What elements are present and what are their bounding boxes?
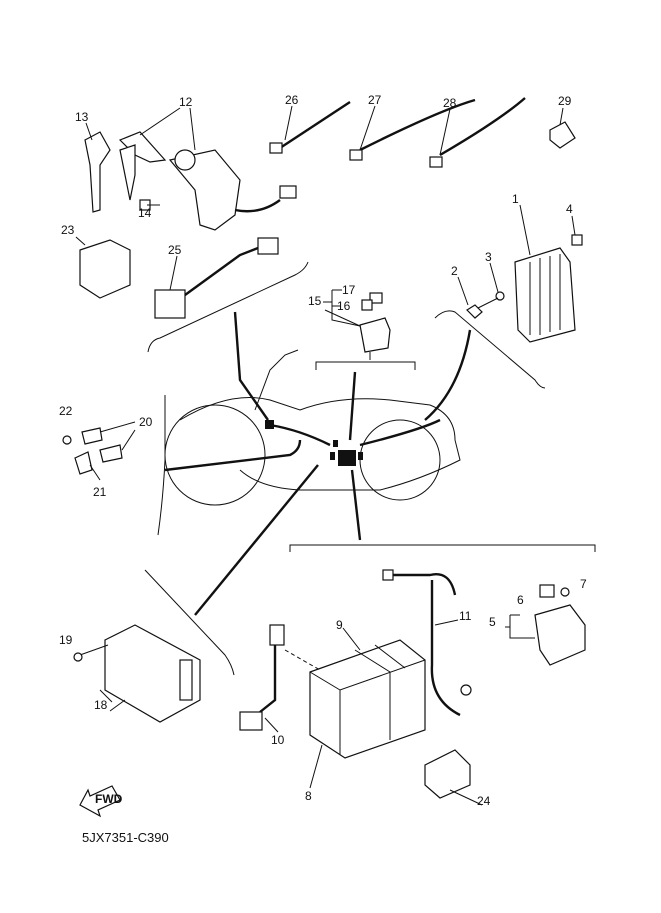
battery-8 (309, 639, 426, 789)
main-switch-12 (168, 149, 297, 231)
wire-lead-25 (154, 237, 279, 319)
callout-5: 5 (489, 615, 496, 629)
callout-9: 9 (336, 618, 343, 632)
callout-23: 23 (61, 223, 75, 237)
sensors-20-22 (62, 421, 136, 481)
callout-24: 24 (477, 794, 491, 808)
starter-relay-15 (323, 289, 391, 360)
callout-10: 10 (271, 733, 285, 747)
callout-7: 7 (580, 577, 587, 591)
collar-4 (571, 234, 583, 246)
callout-11: 11 (459, 609, 472, 623)
key-13 (84, 131, 111, 213)
part-code: 5JX7351-C390 (82, 830, 169, 845)
callout-15: 15 (308, 294, 322, 308)
callout-2: 2 (451, 264, 458, 278)
callout-27: 27 (368, 93, 382, 107)
callout-26: 26 (285, 93, 299, 107)
starter-relay-5 (505, 584, 586, 666)
lead-10 (239, 624, 321, 731)
relay-23 (79, 239, 131, 299)
leader-lines (75, 105, 576, 806)
callout-3: 3 (485, 250, 492, 264)
flasher-24 (424, 749, 471, 799)
callout-8: 8 (305, 789, 312, 803)
callout-14: 14 (138, 206, 152, 220)
fwd-arrow-icon: FWD (79, 785, 123, 818)
lead-11 (382, 569, 472, 717)
callout-29: 29 (558, 94, 572, 108)
callout-4: 4 (566, 202, 573, 216)
callout-18: 18 (94, 698, 108, 712)
rectifier-1 (514, 247, 576, 343)
callout-16: 16 (337, 299, 351, 313)
callout-20: 20 (139, 415, 153, 429)
callout-6: 6 (517, 593, 524, 607)
fwd-label: FWD (95, 792, 123, 806)
callout-1: 1 (512, 192, 519, 206)
callout-25: 25 (168, 243, 182, 257)
igniter-18 (73, 624, 201, 723)
callout-21: 21 (93, 485, 107, 499)
callout-labels: 1 2 3 4 5 6 7 8 9 10 11 12 13 14 15 16 1… (59, 93, 587, 808)
callout-13: 13 (75, 110, 89, 124)
callout-28: 28 (443, 96, 457, 110)
callout-12: 12 (179, 95, 193, 109)
callout-22: 22 (59, 404, 73, 418)
bolt-2 (466, 297, 499, 319)
motorcycle-outline (164, 311, 472, 616)
keys-12 (118, 131, 167, 201)
callout-17: 17 (342, 283, 356, 297)
callout-19: 19 (59, 633, 73, 647)
bands-26-28 (269, 97, 576, 168)
